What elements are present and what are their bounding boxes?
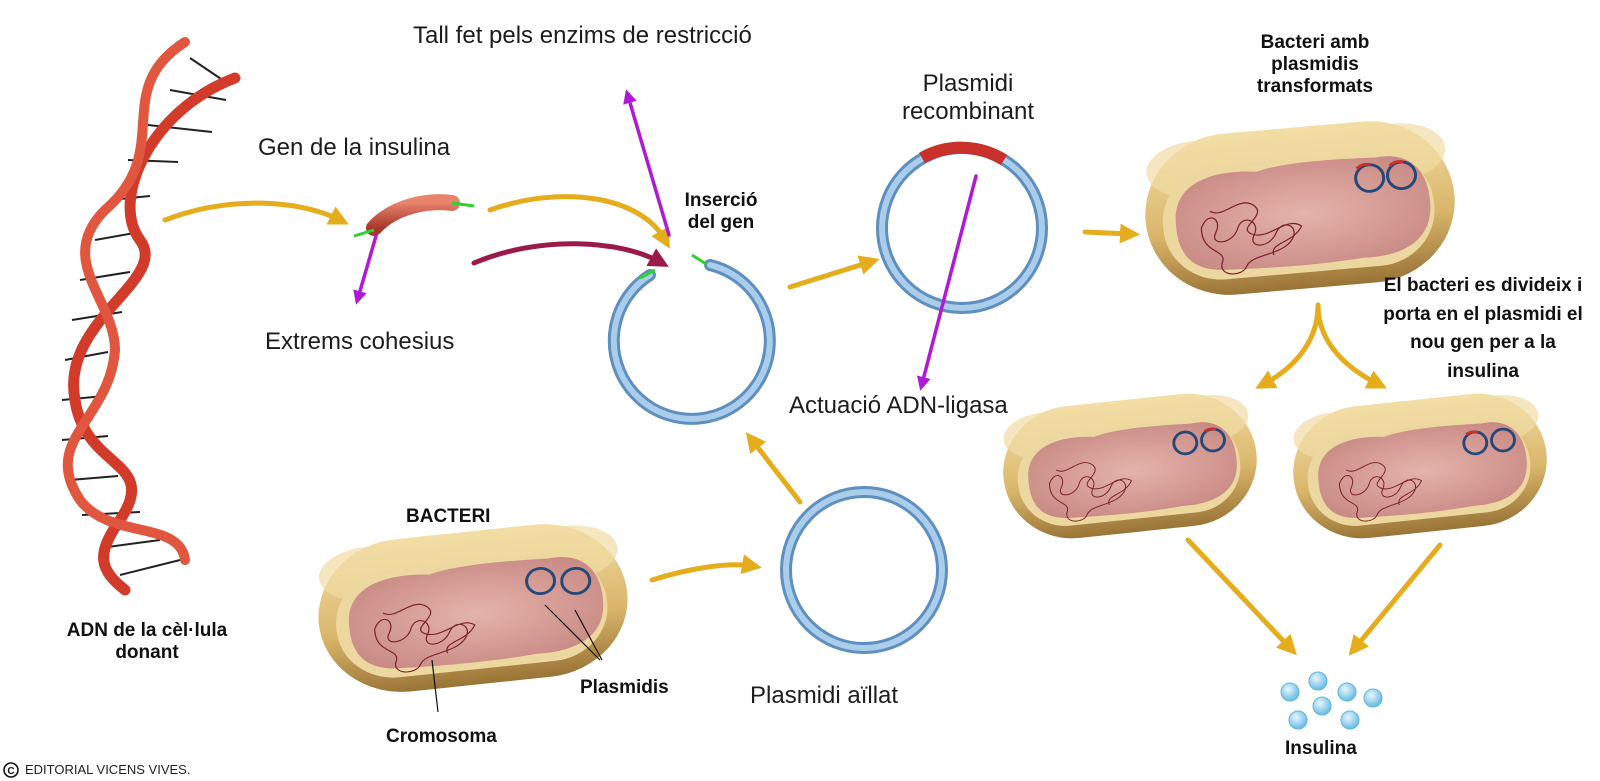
restriction-cut-label: Tall fet pels enzims de restricció [413, 22, 752, 49]
bacterium-donor [310, 515, 636, 701]
insertion-arrow [471, 241, 669, 267]
isolated-plasmid [780, 486, 948, 654]
sticky-ends-label: Extrems cohesius [265, 328, 455, 355]
process-arrows [162, 194, 1443, 656]
recombinant-plasmid [876, 141, 1048, 314]
ligase-action-label: Actuació ADN-ligasa [789, 392, 1008, 419]
insulin-label: Insulina [1285, 738, 1357, 759]
copyright-notice: EDITORIAL VICENS VIVES. [25, 762, 191, 777]
label-pointer-lines [431, 604, 603, 713]
gene-insertion-label: Inserció del gen [684, 190, 758, 233]
bacterium-daughter-right [1286, 386, 1554, 546]
plasmids-label: Plasmidis [580, 677, 669, 698]
copyright-icon: C [3, 762, 19, 778]
bacterium-daughter-left [996, 386, 1264, 546]
insulin-gene-label: Gen de la insulina [258, 134, 451, 161]
insulin-molecules-icon [1280, 671, 1383, 730]
transformed-bacteria-label: Bacteri amb plasmidis transformats [1256, 32, 1374, 97]
recombinant-plasmid-label: Plasmidi recombinant [901, 70, 1035, 125]
chromosome-label: Cromosoma [386, 726, 497, 747]
bacterium-transformed [1137, 113, 1463, 303]
donor-dna-label: ADN de la cèl·lula donant [66, 620, 228, 663]
division-note-label: El bacteri es divideix i porta en el pla… [1383, 275, 1583, 382]
bacterium-label: BACTERI [406, 506, 491, 527]
open-plasmid [607, 253, 776, 425]
insulin-gene-fragment [353, 194, 475, 238]
enzyme-arrows [353, 89, 978, 391]
svg-text:C: C [7, 766, 14, 777]
dna-helix-icon [61, 37, 241, 596]
isolated-plasmid-label: Plasmidi aïllat [750, 682, 899, 709]
